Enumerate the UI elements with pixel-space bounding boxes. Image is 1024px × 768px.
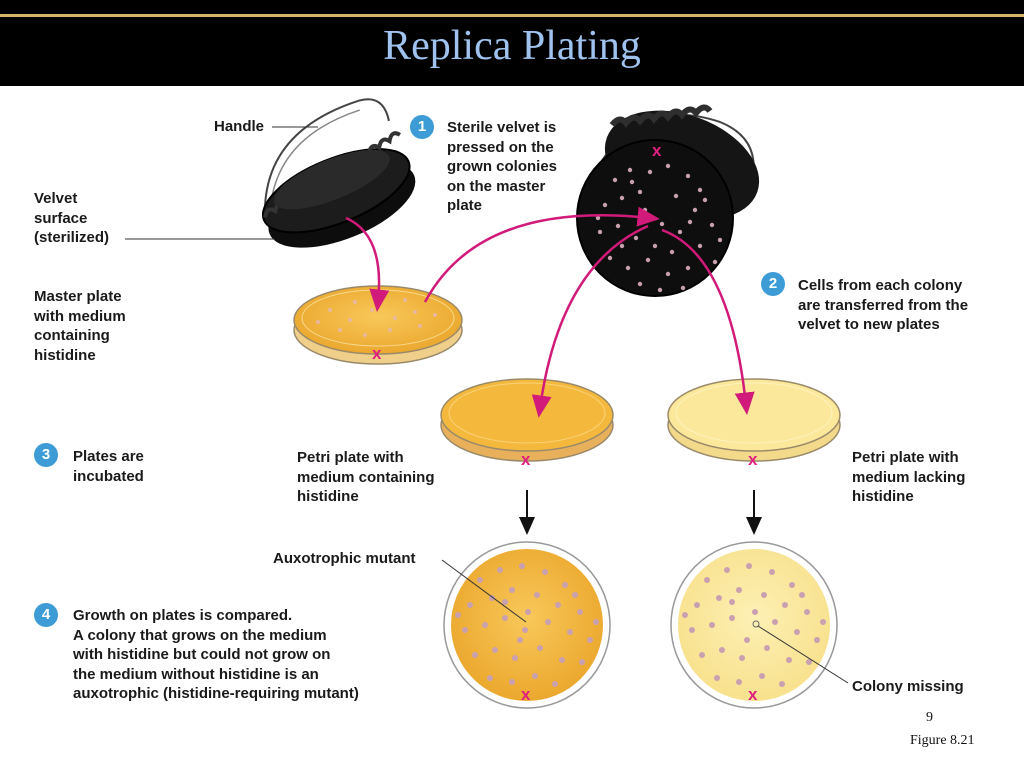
marker-master-plate: x: [372, 344, 382, 363]
master-plate: [293, 285, 463, 365]
petri-plate-no-histidine: [667, 378, 841, 462]
title-bar: Replica Plating: [0, 0, 1024, 86]
step-4-badge: 4: [34, 603, 58, 627]
leader-auxotrophic-mutant: [441, 559, 527, 623]
label-master-plate: Master plate with medium containing hist…: [34, 288, 126, 364]
replica-plating-diagram: [125, 98, 849, 709]
label-colony-missing: Colony missing: [852, 678, 964, 695]
leader-colony-missing: [757, 625, 849, 684]
figure-reference: Figure 8.21: [910, 733, 975, 748]
label-auxotrophic-mutant: Auxotrophic mutant: [273, 550, 416, 567]
label-petri-with-histidine: Petri plate with medium containing histi…: [297, 449, 435, 505]
step-1-text: Sterile velvet is pressed on the grown c…: [447, 119, 558, 214]
step-4-text: Growth on plates is compared. A colony t…: [73, 607, 359, 702]
velvet-stamp-right: [576, 104, 760, 297]
label-petri-lacking-histidine: Petri plate with medium lacking histidin…: [852, 449, 966, 505]
incubated-plate-no-histidine: [670, 541, 838, 709]
arrow-velvet-to-no-histidine-plate: [661, 228, 755, 415]
step-2-badge: 2: [761, 272, 785, 296]
missing-colony-spot: [752, 620, 760, 628]
step-3-text: Plates are incubated: [73, 448, 144, 485]
marker-incubated-no-histidine: x: [748, 685, 758, 704]
arrow-velvet-to-histidine-plate: [531, 224, 649, 418]
marker-velvet-right: x: [652, 141, 662, 160]
label-handle: Handle: [214, 118, 265, 135]
step-2-text: Cells from each colony are transferred f…: [798, 277, 969, 333]
slide-title: Replica Plating: [383, 23, 641, 69]
page-number: 9: [926, 710, 933, 725]
marker-petri-histidine: x: [521, 450, 531, 469]
arrow-master-to-velvet: [423, 206, 660, 303]
petri-plate-histidine: [440, 378, 614, 462]
arrow-velvet-to-master: [345, 216, 390, 312]
title-rule: [0, 14, 1024, 17]
step-3-badge: 3: [34, 443, 58, 467]
marker-incubated-histidine: x: [521, 685, 531, 704]
incubated-plate-histidine: [443, 541, 611, 709]
marker-petri-no-histidine: x: [748, 450, 758, 469]
step-1-badge: 1: [410, 115, 434, 139]
label-velvet-surface: Velvet surface (sterilized): [34, 190, 110, 246]
